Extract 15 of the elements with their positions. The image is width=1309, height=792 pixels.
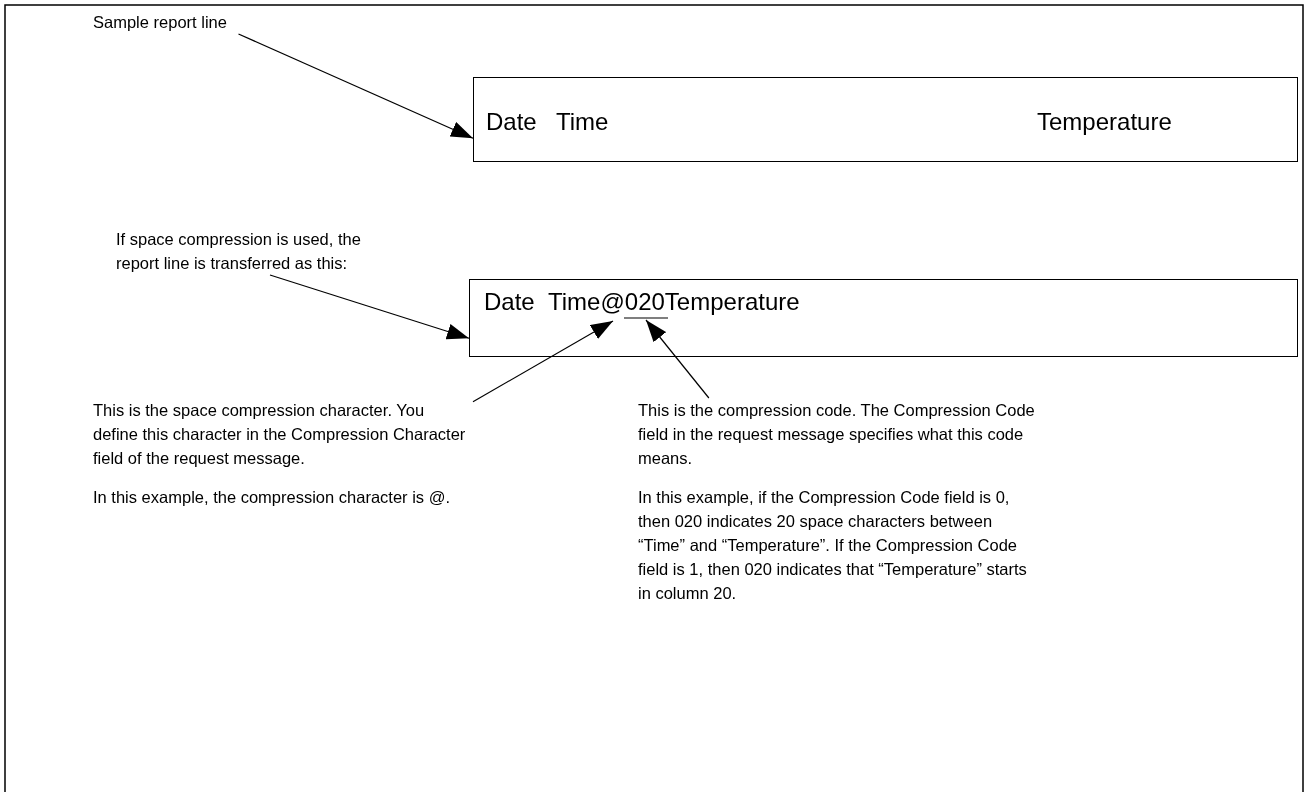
annotation-text: This is the space compression character. You define this character in the Compression Character field of the request message.	[93, 400, 467, 469]
report-text: Date	[486, 108, 537, 136]
arrow	[645, 319, 710, 399]
annotation-text: This is the compression code. The Compression Code field in the request message specifies what this code means.	[638, 400, 1036, 469]
annotation-text: In this example, the compression character is @.	[93, 487, 451, 508]
report-text: Time@020Temperature	[548, 288, 800, 316]
arrow	[472, 320, 614, 403]
report-text: Temperature	[1037, 108, 1172, 136]
arrow	[269, 274, 470, 340]
report-text: Time	[556, 108, 609, 136]
annotation-text: In this example, if the Compression Code field is 0, then 020 indicates 20 space characters between “Time” and “Temperature”. If the Compression Code field is 1, then 020 indicates that “Temperature” starts in column 20.	[638, 487, 1028, 604]
annotation-text: If space compression is used, the report line is transferred as this:	[116, 229, 362, 274]
annotation-text: Sample report line	[93, 12, 228, 33]
report-text: Date	[484, 288, 535, 316]
arrow	[237, 33, 474, 139]
